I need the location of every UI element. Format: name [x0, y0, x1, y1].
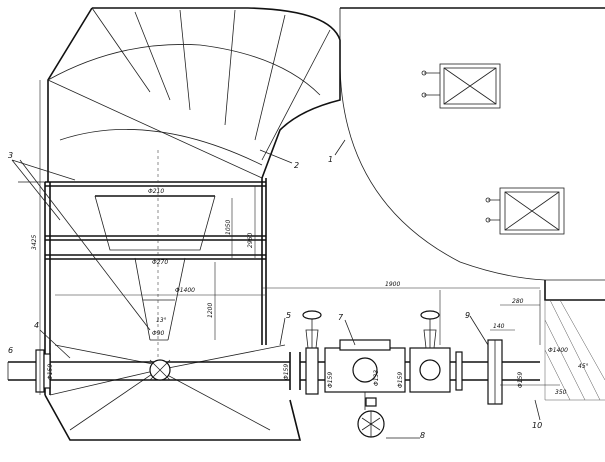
callout-8: 8 — [420, 431, 425, 440]
dim-d-large: Φ1400 — [175, 287, 195, 294]
dim-center: Φ133 — [373, 370, 380, 386]
callout-2: 2 — [294, 161, 299, 170]
fitting-9 — [487, 339, 503, 405]
dim-h-total: 3425 — [31, 235, 38, 250]
dim-d-small: Φ90 — [152, 330, 165, 337]
casing-outline — [339, 7, 605, 401]
callout-6: 6 — [8, 346, 13, 355]
dim-w-140: 140 — [493, 323, 505, 330]
chamber-frame — [18, 178, 267, 395]
dim-h-box: 1050 — [225, 220, 232, 235]
callout-4: 4 — [34, 321, 39, 330]
callout-10: 10 — [532, 421, 542, 430]
dim-outlet: Φ1400 — [548, 347, 568, 354]
lower-casing — [44, 344, 302, 441]
callout-9: 9 — [465, 311, 470, 320]
callout-labels: 1 2 3 4 5 6 7 8 9 10 — [8, 151, 542, 440]
dim-w-350: 350 — [555, 389, 567, 396]
dim-h-box2: 2960 — [247, 233, 254, 248]
valve-left — [302, 310, 322, 395]
dim-d-top: Φ210 — [148, 188, 164, 195]
dim-d-mid: Φ270 — [152, 259, 168, 266]
hopper — [94, 150, 216, 360]
dim-left-pipe: Φ159 — [47, 364, 54, 380]
dimension-labels: Φ210 Φ270 Φ1400 Φ90 13° Φ159 Φ159 Φ159 Φ… — [31, 188, 589, 396]
dim-h-lower: 1200 — [207, 303, 214, 318]
dimension-lines — [39, 80, 560, 395]
callout-3: 3 — [8, 151, 13, 160]
leader-lines — [11, 139, 541, 439]
dim-w-1900: 1900 — [385, 281, 400, 288]
callout-5: 5 — [286, 311, 291, 320]
access-door-bottom — [485, 187, 565, 235]
valve-right — [409, 310, 463, 393]
dim-valve1: Φ159 — [327, 372, 334, 388]
callout-1: 1 — [328, 155, 333, 164]
callout-7: 7 — [338, 313, 344, 322]
access-door-top — [421, 63, 501, 109]
dim-w-280: 280 — [512, 298, 524, 305]
dim-pipe3: Φ159 — [517, 372, 524, 388]
dim-angle-45: 45° — [578, 363, 589, 370]
dim-pipe2: Φ159 — [397, 372, 404, 388]
duct-elbow — [47, 7, 341, 182]
dim-nozzle: Φ159 — [283, 364, 290, 380]
dim-angle-13: 13° — [156, 317, 167, 324]
valve-center — [324, 339, 406, 438]
